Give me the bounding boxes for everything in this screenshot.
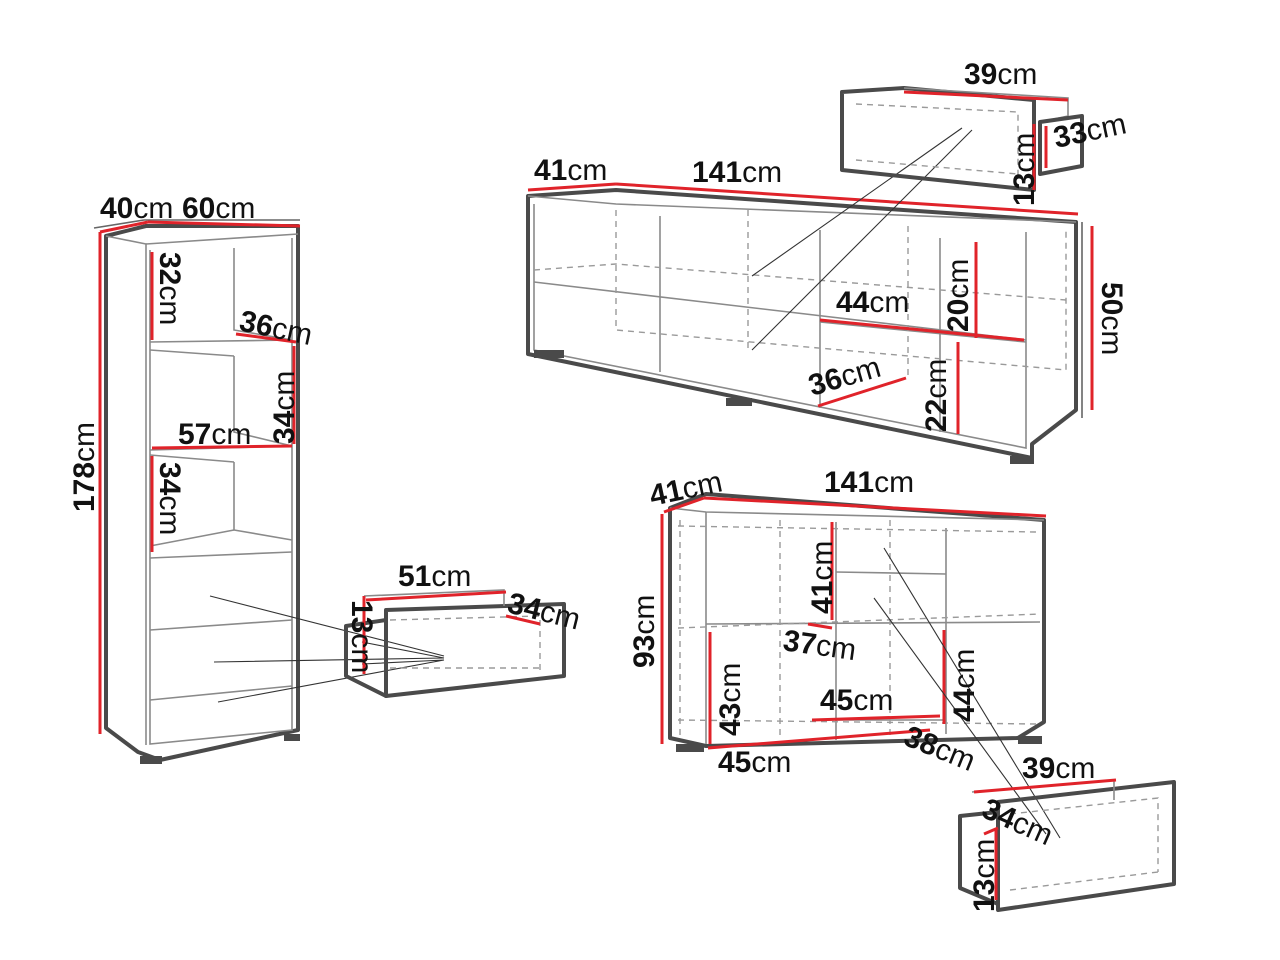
- tall-drawer: [344, 589, 566, 698]
- label-sb-height: 93cm: [628, 595, 661, 668]
- label-tv-depth: 41cm: [534, 154, 607, 187]
- label-tv-height: 50cm: [1095, 282, 1128, 355]
- sideboard: [660, 492, 1061, 839]
- label-sb-mid-w: 45cm: [820, 684, 893, 717]
- label-tv-comp-w: 44cm: [836, 286, 909, 319]
- label-tall-width: 60cm: [182, 192, 255, 225]
- tall-bookcase: [93, 219, 445, 764]
- label-sb-upper-h: 41cm: [806, 541, 839, 614]
- tv-drawer: [840, 86, 1084, 192]
- label-sb-right-d: 38cm: [899, 720, 979, 778]
- label-tv-drawer-h: 13cm: [1008, 133, 1041, 206]
- label-sb-right-h: 44cm: [948, 649, 981, 722]
- label-sb-bottom-w: 45cm: [718, 746, 791, 779]
- label-sb-inner-d: 37cm: [781, 624, 858, 667]
- label-tall-shelf1-d: 36cm: [237, 305, 316, 353]
- label-tv-comp-d: 36cm: [805, 351, 885, 403]
- label-tall-drawer-d: 34cm: [504, 587, 583, 637]
- label-tall-drawer-w: 51cm: [398, 560, 471, 593]
- label-tv-comp-h2: 22cm: [920, 359, 953, 432]
- label-sb-depth: 41cm: [647, 465, 726, 513]
- label-sb-left-h: 43cm: [714, 663, 747, 736]
- label-sb-drawer-w: 39cm: [1022, 752, 1095, 785]
- label-tall-shelf2-h: 34cm: [268, 371, 301, 444]
- label-sb-width: 141cm: [824, 466, 914, 499]
- label-tall-shelf3-h: 34cm: [153, 462, 186, 535]
- label-tv-comp-h1: 20cm: [942, 259, 975, 332]
- dimension-labels: 40cm 60cm 178cm 32cm 36cm 34cm 57cm 34cm…: [68, 58, 1129, 912]
- label-tv-width: 141cm: [692, 156, 782, 189]
- label-sb-drawer-h: 13cm: [968, 839, 1001, 912]
- label-tall-inner-w: 57cm: [178, 418, 251, 451]
- label-tall-height: 178cm: [68, 422, 101, 512]
- label-tall-depth: 40cm: [100, 192, 173, 225]
- tv-cabinet: [526, 127, 1094, 464]
- label-tall-shelf1-h: 32cm: [153, 252, 186, 325]
- label-tv-drawer-d: 33cm: [1051, 107, 1130, 155]
- label-tv-drawer-w: 39cm: [964, 58, 1037, 91]
- sideboard-drawer: [958, 778, 1176, 912]
- label-tall-drawer-h: 13cm: [345, 600, 378, 673]
